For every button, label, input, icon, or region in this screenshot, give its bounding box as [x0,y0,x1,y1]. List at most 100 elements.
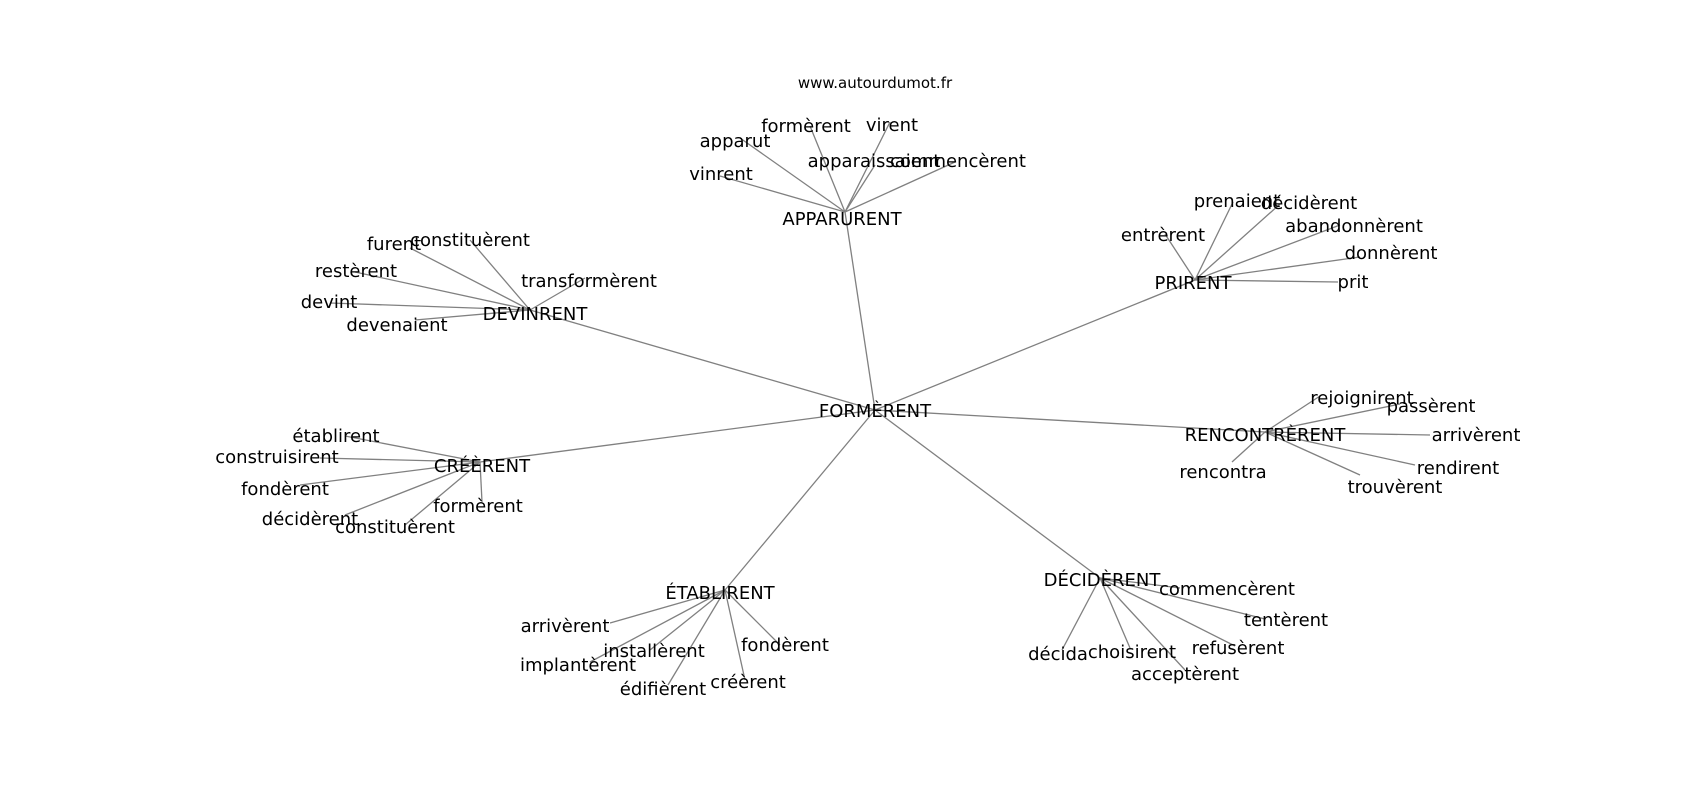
leaf-node[interactable]: commencèrent [890,151,1026,172]
edges [299,121,1431,686]
leaf-node[interactable]: donnèrent [1345,243,1438,264]
hub-node[interactable]: RENCONTRÈRENT [1185,424,1347,446]
edge-hub-to-leaf [1099,577,1236,647]
center-node[interactable]: FORMÈRENT [819,400,932,422]
hub-node[interactable]: DÉCIDÈRENT [1044,569,1162,591]
edge-hub-to-leaf [1264,431,1361,476]
edge-hub-to-leaf [344,435,481,463]
leaf-node[interactable]: tentèrent [1244,610,1328,631]
leaf-node[interactable]: formèrent [761,116,851,137]
leaf-node[interactable]: devenaient [346,315,447,336]
edge-hub-to-leaf [1099,577,1186,671]
edge-center-to-hub [529,309,876,411]
edge-hub-to-leaf [1264,395,1321,433]
edge-center-to-hub [844,211,876,411]
leaf-node[interactable]: installèrent [603,641,705,662]
leaf-node[interactable]: abandonnèrent [1285,216,1423,237]
edge-hub-to-leaf [1194,201,1234,281]
edge-hub-to-leaf [409,247,531,311]
edge-hub-to-leaf [529,277,586,311]
edge-hub-to-leaf [809,125,846,213]
hub-node[interactable]: PRIRENT [1154,273,1232,294]
leaf-node[interactable]: formèrent [433,496,523,517]
edge-hub-to-leaf [844,161,956,213]
leaf-node[interactable]: entrèrent [1121,225,1205,246]
watermark: www.autourdumot.fr [798,74,953,92]
leaf-node[interactable]: rendirent [1417,458,1499,479]
leaf-node[interactable]: décidèrent [262,509,358,530]
edge-hub-to-leaf [724,589,746,681]
leaf-node[interactable]: passèrent [1387,396,1476,417]
edge-hub-to-leaf [1164,233,1196,281]
hub-node[interactable]: DEVINRENT [483,304,589,325]
leaf-node[interactable]: acceptèrent [1131,664,1239,685]
edge-hub-to-leaf [1099,577,1266,620]
edge-hub-to-leaf [354,271,531,311]
leaf-node[interactable]: rencontra [1179,462,1266,483]
edge-hub-to-leaf [1264,431,1431,436]
edge-hub-to-leaf [1264,403,1401,433]
leaf-node[interactable]: furent [367,234,421,255]
leaf-node[interactable]: trouvèrent [1348,477,1443,498]
leaf-node[interactable]: commencèrent [1159,579,1295,600]
edge-center-to-hub [874,409,1101,579]
edge-hub-to-leaf [299,461,481,486]
leaf-node[interactable]: décida [1028,644,1088,665]
edge-hub-to-leaf [649,589,726,651]
leaf-node[interactable]: établirent [292,426,379,447]
hub-node[interactable]: CRÉÈRENT [434,455,531,477]
leaf-node[interactable]: prit [1338,272,1369,293]
leaf-node[interactable]: refusèrent [1192,638,1285,659]
leaf-node[interactable]: devint [301,292,358,313]
edge-hub-to-leaf [589,589,726,663]
edge-hub-to-leaf [414,309,531,321]
leaf-node[interactable]: construisirent [215,447,339,468]
edge-center-to-hub [874,279,1196,411]
leaf-node[interactable]: virent [866,115,918,136]
edge-hub-to-leaf [724,589,781,646]
leaf-node[interactable]: apparaissaient [808,151,941,172]
leaf-node[interactable]: choisirent [1088,642,1176,663]
leaf-node[interactable]: vinrent [689,164,753,185]
leaf-node[interactable]: édifièrent [620,679,706,700]
leaf-node[interactable]: arrivèrent [1432,425,1521,446]
edge-hub-to-leaf [844,164,876,213]
leaf-node[interactable]: constituèrent [410,230,530,251]
edge-hub-to-leaf [1194,203,1281,281]
edge-hub-to-leaf [1194,224,1341,281]
edge-hub-to-leaf [1194,279,1339,283]
edge-hub-to-leaf [329,302,531,311]
edge-hub-to-leaf [319,457,481,463]
leaf-node[interactable]: transformèrent [521,271,657,292]
edge-hub-to-leaf [344,461,481,516]
leaf-node[interactable]: créèrent [710,672,786,693]
leaf-node[interactable]: arrivèrent [521,616,610,637]
leaf-node[interactable]: apparut [700,131,771,152]
edge-hub-to-leaf [1194,256,1361,281]
edge-hub-to-leaf [719,175,846,213]
leaf-node[interactable]: rejoignirent [1310,388,1413,409]
edge-hub-to-leaf [479,461,483,503]
edge-hub-to-leaf [1061,577,1101,651]
edge-center-to-hub [874,409,1266,433]
hub-node[interactable]: ÉTABLIRENT [665,582,775,604]
edge-hub-to-leaf [1099,577,1181,589]
edge-center-to-hub [724,409,876,591]
edge-hub-to-leaf [844,121,891,213]
edge-hub-to-leaf [739,137,846,213]
leaf-node[interactable]: implantèrent [520,655,636,676]
edge-hub-to-leaf [1099,577,1131,649]
edge-hub-to-leaf [609,589,726,624]
leaf-node[interactable]: fondèrent [741,635,829,656]
edge-hub-to-leaf [667,589,726,686]
leaf-node[interactable]: décidèrent [1261,193,1357,214]
leaf-node[interactable]: restèrent [315,261,397,282]
leaf-node[interactable]: fondèrent [241,479,329,500]
hub-node[interactable]: APPARURENT [782,209,902,230]
edge-hub-to-leaf [404,461,481,526]
leaf-node[interactable]: prenaient [1194,191,1280,212]
leaf-node[interactable]: constituèrent [335,517,455,538]
edge-center-to-hub [479,409,876,463]
